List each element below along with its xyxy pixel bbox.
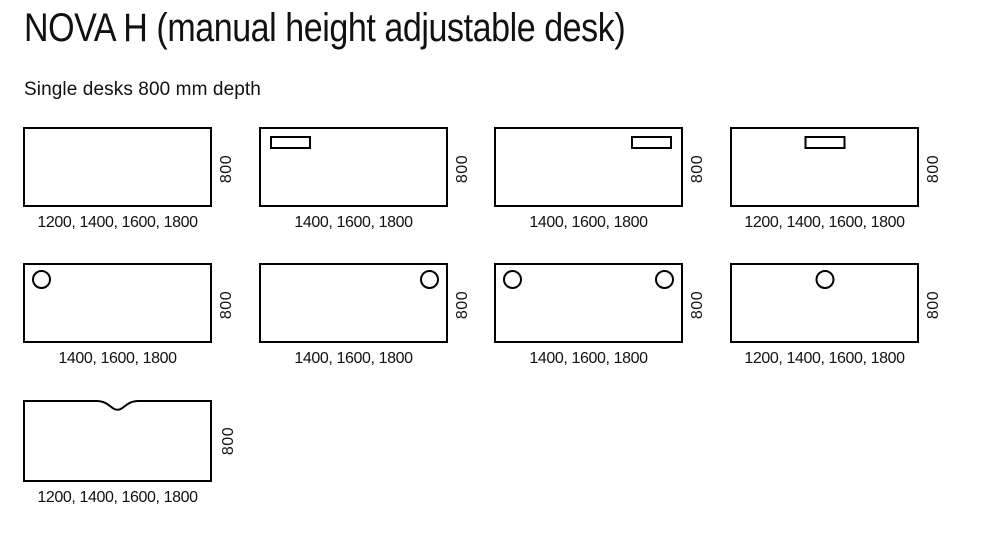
width-options-label: 1200, 1400, 1600, 1800 — [744, 350, 905, 367]
cable-grommet — [503, 270, 522, 289]
cable-tray-slot — [804, 136, 845, 149]
depth-dimension-label: 800 — [212, 400, 246, 482]
depth-dimension-value: 800 — [688, 290, 706, 320]
desk-top-outline: 800 — [259, 127, 471, 207]
depth-dimension-label: 800 — [917, 129, 951, 209]
depth-dimension-value: 800 — [453, 154, 471, 184]
depth-dimension-value: 800 — [924, 290, 942, 320]
page-title: NOVA H (manual height adjustable desk) — [24, 6, 626, 50]
depth-dimension-value: 800 — [217, 154, 235, 184]
width-options-label: 1400, 1600, 1800 — [294, 214, 413, 231]
depth-dimension-label: 800 — [917, 265, 951, 345]
desk-diagram: 800 1400, 1600, 1800 — [259, 263, 471, 368]
depth-dimension-label: 800 — [681, 265, 715, 345]
cable-grommet — [420, 270, 439, 289]
desk-diagram: 800 1200, 1400, 1600, 1800 — [23, 127, 235, 232]
width-options-label: 1400, 1600, 1800 — [58, 350, 177, 367]
width-options-label: 1200, 1400, 1600, 1800 — [744, 214, 905, 231]
depth-dimension-label: 800 — [681, 129, 715, 209]
depth-dimension-value: 800 — [924, 154, 942, 184]
width-options-label: 1400, 1600, 1800 — [529, 350, 648, 367]
page-subtitle: Single desks 800 mm depth — [24, 79, 261, 100]
width-options-label: 1400, 1600, 1800 — [294, 350, 413, 367]
desk-diagram: 800 1400, 1600, 1800 — [23, 263, 235, 368]
depth-dimension-value: 800 — [453, 290, 471, 320]
depth-dimension-label: 800 — [446, 265, 480, 345]
desk-diagram: 800 1400, 1600, 1800 — [494, 127, 706, 232]
desk-top-outline: 800 — [730, 127, 942, 207]
desk-diagram: 800 1400, 1600, 1800 — [494, 263, 706, 368]
desk-top-outline: 800 — [259, 263, 471, 343]
width-options-label: 1200, 1400, 1600, 1800 — [37, 214, 198, 231]
depth-dimension-label: 800 — [210, 265, 244, 345]
depth-dimension-value: 800 — [217, 290, 235, 320]
cable-grommet — [32, 270, 51, 289]
depth-dimension-label: 800 — [446, 129, 480, 209]
desk-diagram: 800 1200, 1400, 1600, 1800 — [730, 127, 942, 232]
desk-top-outline-notched: 800 — [23, 400, 237, 482]
width-options-label: 1200, 1400, 1600, 1800 — [37, 489, 198, 506]
depth-dimension-value: 800 — [219, 426, 237, 456]
cable-grommet — [815, 270, 834, 289]
cable-tray-slot — [270, 136, 311, 149]
desk-top-outline: 800 — [494, 263, 706, 343]
depth-dimension-label: 800 — [210, 129, 244, 209]
desk-diagram: 800 1400, 1600, 1800 — [259, 127, 471, 232]
cable-grommet — [655, 270, 674, 289]
desk-top-outline: 800 — [23, 127, 235, 207]
notch-outline-icon — [23, 400, 212, 482]
desk-top-outline: 800 — [730, 263, 942, 343]
width-options-label: 1400, 1600, 1800 — [529, 214, 648, 231]
desk-top-outline: 800 — [494, 127, 706, 207]
desk-diagram: 800 1200, 1400, 1600, 1800 — [730, 263, 942, 368]
desk-diagram: 800 1200, 1400, 1600, 1800 — [23, 400, 237, 507]
depth-dimension-value: 800 — [688, 154, 706, 184]
cable-tray-slot — [631, 136, 672, 149]
desk-top-outline: 800 — [23, 263, 235, 343]
